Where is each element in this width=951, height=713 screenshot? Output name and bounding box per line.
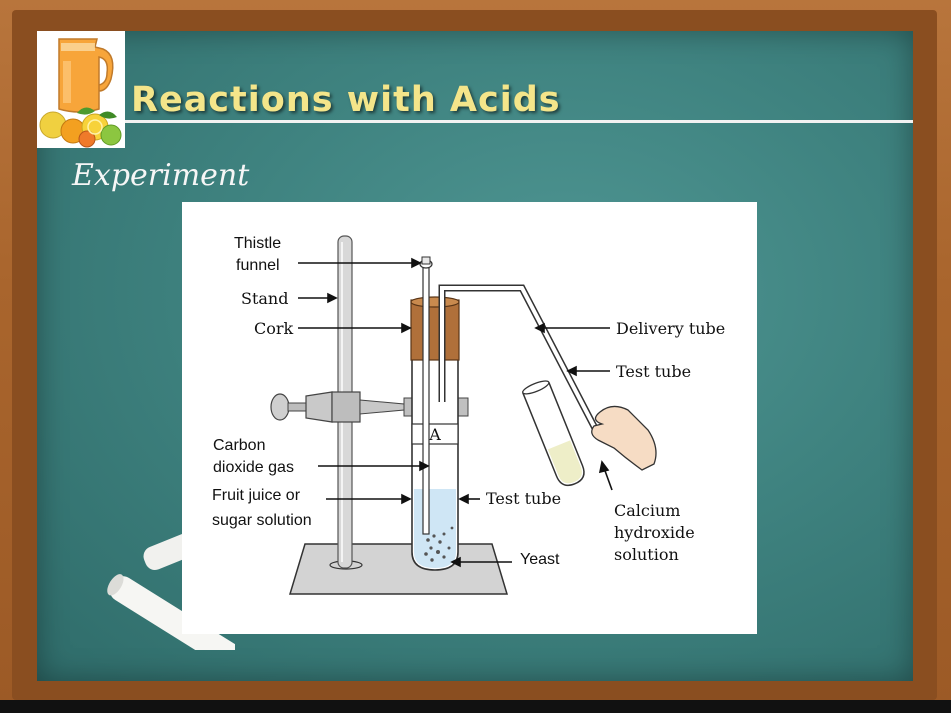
cork (410, 299, 460, 361)
label-cork: Cork (254, 319, 294, 338)
clamp-knob (270, 393, 290, 421)
label-stand: Stand (241, 289, 288, 308)
experiment-diagram: A (182, 202, 757, 634)
title-underline (125, 120, 913, 123)
label-delivery-tube: Delivery tube (616, 319, 725, 338)
label-funnel: funnel (236, 257, 280, 274)
label-solution: solution (614, 545, 679, 564)
marker-a: A (428, 425, 441, 444)
label-hydroxide: hydroxide (614, 523, 695, 542)
slide-subtitle: Experiment (72, 158, 250, 193)
label-dioxide-gas: dioxide gas (213, 459, 294, 476)
juice-jug-with-citrus-icon (37, 31, 125, 148)
label-calcium: Calcium (614, 501, 680, 520)
stand-base (288, 543, 509, 595)
label-yeast: Yeast (520, 551, 560, 568)
right-test-tube (522, 380, 585, 487)
label-carbon: Carbon (213, 437, 265, 454)
thistle-funnel (422, 263, 430, 535)
label-test-tube-right: Test tube (616, 362, 691, 381)
slide-title: Reactions with Acids (131, 80, 561, 120)
label-test-tube-main: Test tube (486, 489, 561, 508)
fruit-juice-liquid (414, 489, 456, 568)
label-sugar-solution: sugar solution (212, 512, 312, 529)
label-fruit-juice: Fruit juice or (212, 487, 301, 504)
hand-holding-tube (591, 405, 657, 471)
bottom-bar (0, 700, 951, 713)
label-thistle: Thistle (234, 235, 281, 252)
